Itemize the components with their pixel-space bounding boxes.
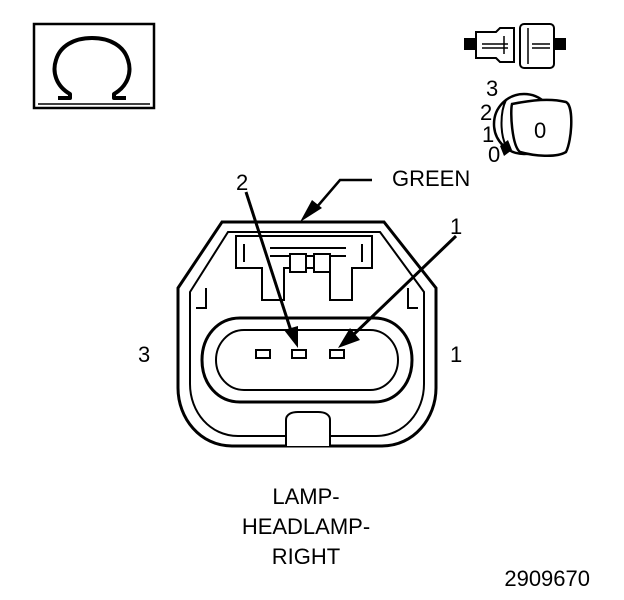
wire-color-callout: GREEN: [300, 166, 470, 222]
ohm-symbol-icon: [32, 22, 156, 110]
terminal-cavities: [255, 349, 345, 359]
ignition-key-off-icon: 3 2 1 0 0: [480, 76, 573, 167]
wire-color-label: GREEN: [392, 166, 470, 191]
pin-2-callout: 2: [236, 170, 298, 348]
pin-1-label: 1: [450, 214, 462, 239]
pin-1-callout: 1: [338, 214, 462, 348]
caption-line-3: RIGHT: [271, 544, 341, 569]
caption-line-1: LAMP-: [272, 484, 340, 509]
figure-number: 2909670: [504, 566, 590, 591]
connector-caption: LAMP- HEADLAMP- RIGHT: [0, 482, 612, 572]
terminal-1: [329, 349, 345, 359]
key-position-3: 3: [486, 76, 498, 101]
terminal-2: [291, 349, 307, 359]
caption-line-2: HEADLAMP-: [241, 514, 371, 539]
key-position-0: 0: [488, 142, 500, 167]
disconnected-connector-icon: [464, 23, 566, 69]
key-position-2: 2: [480, 100, 492, 125]
cavity-3-label: 3: [138, 342, 150, 367]
connector-body: [176, 220, 438, 448]
pin-2-label: 2: [236, 170, 248, 195]
terminal-3: [255, 349, 271, 359]
cavity-1-label: 1: [450, 342, 462, 367]
key-label: 0: [534, 118, 546, 143]
key-position-1: 1: [482, 122, 494, 147]
